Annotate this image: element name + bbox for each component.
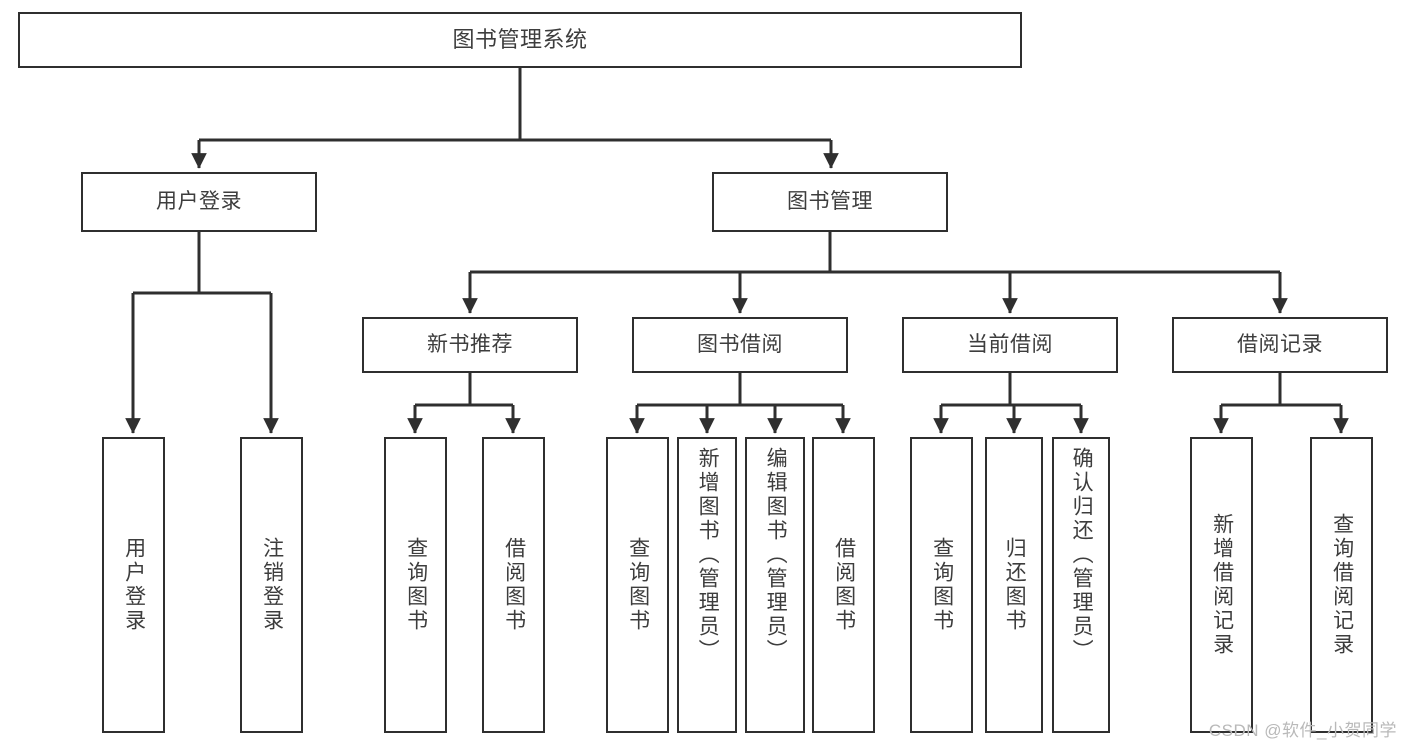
- node-new-book-recommend[interactable]: 新书推荐: [362, 317, 578, 373]
- node-leaf-confirm-return-admin[interactable]: 确认归还（管理员）: [1052, 437, 1110, 733]
- node-leaf-query-book-current[interactable]: 查询图书: [910, 437, 973, 733]
- node-leaf-add-book-admin[interactable]: 新增图书（管理员）: [677, 437, 737, 733]
- node-book-management[interactable]: 图书管理: [712, 172, 948, 232]
- node-label: 编辑图书（管理员）: [764, 447, 788, 663]
- node-book-borrow[interactable]: 图书借阅: [632, 317, 848, 373]
- node-leaf-add-borrow-record[interactable]: 新增借阅记录: [1190, 437, 1253, 733]
- node-root-system[interactable]: 图书管理系统: [18, 12, 1022, 68]
- node-label: 借阅图书: [502, 537, 526, 633]
- node-leaf-borrow-book-recommend[interactable]: 借阅图书: [482, 437, 545, 733]
- node-leaf-logout[interactable]: 注销登录: [240, 437, 303, 733]
- watermark-text: CSDN @软件_小贺同学: [1208, 721, 1397, 740]
- node-leaf-return-book[interactable]: 归还图书: [985, 437, 1043, 733]
- node-label: 查询图书: [626, 537, 650, 633]
- node-leaf-query-book-borrow[interactable]: 查询图书: [606, 437, 669, 733]
- node-label: 用户登录: [122, 537, 146, 633]
- node-borrow-records[interactable]: 借阅记录: [1172, 317, 1388, 373]
- node-leaf-user-login[interactable]: 用户登录: [102, 437, 165, 733]
- node-label: 新书推荐: [427, 333, 513, 357]
- node-label: 借阅记录: [1237, 333, 1323, 357]
- node-label: 查询借阅记录: [1330, 513, 1354, 657]
- node-label: 用户登录: [156, 190, 242, 214]
- node-label: 查询图书: [930, 537, 954, 633]
- node-current-borrow[interactable]: 当前借阅: [902, 317, 1118, 373]
- node-label: 图书借阅: [697, 333, 783, 357]
- node-label: 归还图书: [1003, 537, 1027, 633]
- node-label: 借阅图书: [832, 537, 856, 633]
- node-label: 当前借阅: [967, 333, 1053, 357]
- node-label: 新增借阅记录: [1210, 513, 1234, 657]
- node-label: 图书管理系统: [452, 26, 588, 52]
- node-leaf-edit-book-admin[interactable]: 编辑图书（管理员）: [745, 437, 805, 733]
- node-label: 图书管理: [787, 190, 873, 214]
- node-leaf-query-borrow-record[interactable]: 查询借阅记录: [1310, 437, 1373, 733]
- node-leaf-query-book-recommend[interactable]: 查询图书: [384, 437, 447, 733]
- node-label: 确认归还（管理员）: [1070, 447, 1094, 663]
- node-label: 注销登录: [260, 537, 284, 633]
- node-label: 查询图书: [404, 537, 428, 633]
- node-user-login[interactable]: 用户登录: [81, 172, 317, 232]
- node-label: 新增图书（管理员）: [696, 447, 720, 663]
- node-leaf-borrow-book[interactable]: 借阅图书: [812, 437, 875, 733]
